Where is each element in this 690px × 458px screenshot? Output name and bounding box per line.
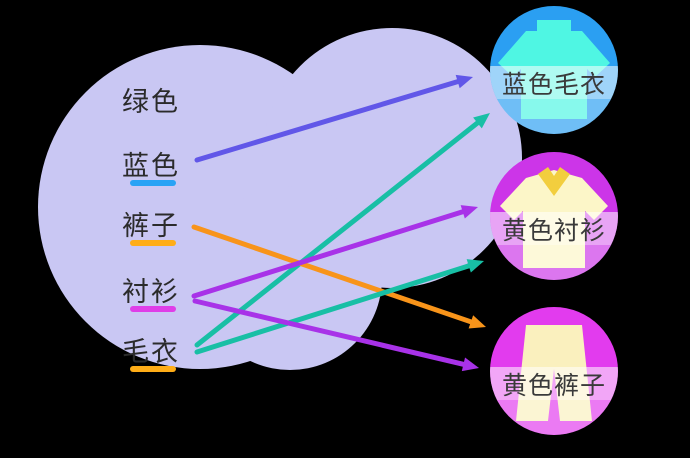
- word-underline: [130, 180, 176, 186]
- card-label: 黄色裤子: [501, 371, 606, 400]
- word-label: 绿色: [122, 87, 180, 117]
- word-label: 毛衣: [122, 337, 180, 367]
- card-yellow-shirt[interactable]: 黄色衬衫: [490, 152, 618, 280]
- word-label: 裤子: [122, 211, 180, 241]
- bottom-shade: [490, 245, 618, 280]
- label-band: [490, 66, 618, 100]
- word-underline: [130, 366, 176, 372]
- word-item-blue[interactable]: 蓝色: [122, 151, 202, 186]
- arrow: [194, 74, 473, 163]
- word-item-pants[interactable]: 裤子: [122, 211, 202, 246]
- label-band: [490, 367, 618, 401]
- word-item-sweater[interactable]: 毛衣: [122, 337, 202, 372]
- word-item-shirt[interactable]: 衬衫: [122, 277, 202, 312]
- card-yellow-pants[interactable]: 黄色裤子: [490, 307, 618, 435]
- card-blue-sweater[interactable]: 蓝色毛衣: [490, 6, 618, 134]
- label-band: [490, 212, 618, 246]
- arrow: [191, 205, 478, 299]
- bottom-shade: [490, 400, 618, 435]
- word-label: 蓝色: [122, 151, 180, 181]
- arrow: [194, 259, 484, 355]
- arrow: [191, 224, 486, 329]
- word-underline: [130, 306, 176, 312]
- word-item-green[interactable]: 绿色: [122, 88, 202, 116]
- arrow: [192, 298, 479, 372]
- card-label: 黄色衬衫: [501, 216, 606, 245]
- word-label: 衬衫: [122, 277, 180, 307]
- bottom-shade: [490, 99, 618, 134]
- word-underline: [130, 240, 176, 246]
- card-label: 蓝色毛衣: [501, 70, 606, 99]
- arrow: [194, 113, 490, 348]
